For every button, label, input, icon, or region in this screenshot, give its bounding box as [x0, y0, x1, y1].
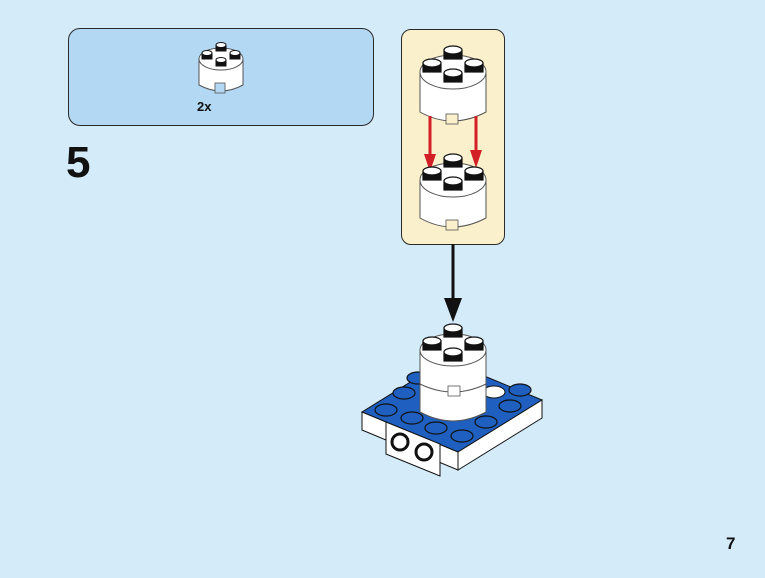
round-brick-top — [419, 45, 487, 125]
parts-list-box: 2x — [68, 28, 374, 126]
model-illustration — [360, 244, 544, 477]
step-number: 5 — [66, 138, 91, 187]
round-brick-icon — [198, 42, 244, 94]
red-arrows — [424, 116, 482, 172]
round-brick-bottom — [419, 153, 487, 231]
stacked-round-bricks — [419, 323, 487, 422]
subassembly-callout — [401, 29, 505, 245]
subassembly-illustration — [419, 45, 487, 231]
page-number: 7 — [726, 534, 736, 553]
part-quantity: 2x — [197, 99, 212, 114]
down-arrow-icon — [444, 298, 462, 322]
